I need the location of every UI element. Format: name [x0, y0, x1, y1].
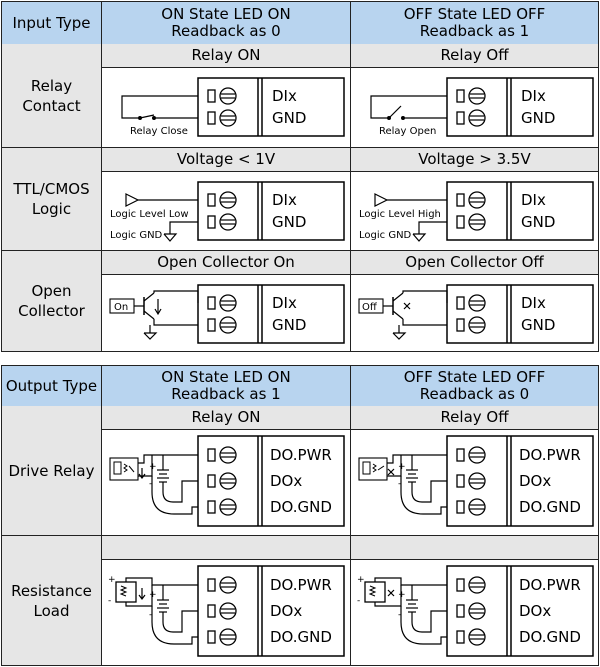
terminal-gnd-label: GND	[521, 109, 555, 127]
logic-high-diagram: Logic Level High Logic GND DIx GND	[351, 172, 598, 250]
input-type-heading: Input Type	[2, 2, 102, 44]
terminal-dox-label: DOx	[270, 602, 302, 620]
open-collector-on-diagram: On DIx GND	[102, 275, 350, 351]
row-label-relay-contact: Relay Contact	[2, 44, 102, 147]
drive-relay-on-cell: Relay ON	[102, 406, 351, 535]
minus-sign: -	[398, 479, 401, 489]
drive-relay-off-cell: Relay Off	[351, 406, 598, 535]
relay-on-title: Relay ON	[102, 44, 350, 68]
terminal-do-gnd-label: DO.GND	[270, 498, 332, 516]
drive-relay-on-diagram: + - DO.PWR DOx DO.GND	[102, 430, 350, 535]
minus-sign: -	[108, 596, 111, 606]
terminal-dix-label: DIx	[272, 191, 297, 209]
terminal-gnd-label: GND	[272, 109, 306, 127]
plus-sign: +	[149, 590, 157, 600]
relay-close-diagram: Relay Close DIx GND	[102, 68, 350, 147]
drive-relay-off-title: Relay Off	[351, 406, 598, 430]
resistance-load-off-diagram: + - + - DO.PWR	[351, 560, 598, 665]
voltage-high-cell: Voltage > 3.5V Logic Level High	[351, 148, 598, 250]
relay-off-cell: Relay Off Relay Open	[351, 44, 598, 147]
terminal-dox-label: DOx	[270, 472, 302, 490]
terminal-gnd-label: GND	[521, 316, 555, 334]
output-on-state-heading: ON State LED ON Readback as 1	[102, 366, 351, 406]
logic-gnd-label: Logic GND	[359, 230, 412, 241]
terminal-dix-label: DIx	[521, 294, 546, 312]
terminal-do-pwr-label: DO.PWR	[270, 576, 332, 594]
input-on-state-heading: ON State LED ON Readback as 0	[102, 2, 351, 44]
terminal-dix-label: DIx	[521, 87, 546, 105]
resistance-load-off-title	[351, 536, 598, 560]
row-open-collector: Open Collector Open Collector On On	[2, 251, 598, 351]
input-table-header: Input Type ON State LED ON Readback as 0…	[2, 2, 598, 45]
terminal-do-pwr-label: DO.PWR	[270, 446, 332, 464]
relay-off-title: Relay Off	[351, 44, 598, 68]
terminal-dox-label: DOx	[519, 602, 551, 620]
plus-sign: +	[398, 462, 406, 472]
voltage-low-cell: Voltage < 1V Logic Level Low	[102, 148, 351, 250]
terminal-do-pwr-label: DO.PWR	[519, 446, 581, 464]
voltage-high-title: Voltage > 3.5V	[351, 148, 598, 172]
output-type-heading: Output Type	[2, 366, 102, 406]
oc-off-switch-label: Off	[362, 302, 378, 313]
drive-relay-on-title: Relay ON	[102, 406, 350, 430]
minus-sign: -	[149, 610, 152, 620]
oc-on-switch-label: On	[114, 302, 128, 313]
terminal-do-gnd-label: DO.GND	[270, 628, 332, 646]
terminal-dox-label: DOx	[519, 472, 551, 490]
relay-on-cell: Relay ON Relay Close	[102, 44, 351, 147]
minus-sign: -	[357, 596, 360, 606]
logic-level-high-label: Logic Level High	[359, 209, 441, 220]
open-collector-off-cell: Open Collector Off Off	[351, 251, 598, 351]
row-relay-contact: Relay Contact Relay ON	[2, 44, 598, 148]
row-resistance-load: Resistance Load + -	[2, 536, 598, 665]
open-collector-on-cell: Open Collector On On	[102, 251, 351, 351]
logic-gnd-label: Logic GND	[110, 230, 163, 241]
terminal-gnd-label: GND	[272, 213, 306, 231]
plus-sign: +	[398, 590, 406, 600]
resistance-load-on-cell: + - + - DO.PWR	[102, 536, 351, 665]
row-label-open-collector: Open Collector	[2, 251, 102, 351]
row-label-drive-relay: Drive Relay	[2, 406, 102, 535]
terminal-gnd-label: GND	[272, 316, 306, 334]
relay-open-caption: Relay Open	[379, 126, 436, 137]
minus-sign: -	[149, 479, 152, 489]
relay-close-caption: Relay Close	[130, 126, 188, 137]
resistance-load-on-diagram: + - + - DO.PWR	[102, 560, 350, 665]
drive-relay-off-diagram: + - DO.PWR DOx DO.GND	[351, 430, 598, 535]
relay-open-diagram: Relay Open DIx GND	[351, 68, 598, 147]
output-type-table: Output Type ON State LED ON Readback as …	[1, 365, 599, 666]
terminal-gnd-label: GND	[521, 213, 555, 231]
voltage-low-title: Voltage < 1V	[102, 148, 350, 172]
open-collector-off-diagram: Off DIx GND	[351, 275, 598, 351]
terminal-dix-label: DIx	[521, 191, 546, 209]
terminal-do-gnd-label: DO.GND	[519, 628, 581, 646]
output-off-state-heading: OFF State LED OFF Readback as 0	[403, 368, 546, 403]
logic-low-diagram: Logic Level Low Logic GND DIx GND	[102, 172, 350, 250]
row-drive-relay: Drive Relay Relay ON	[2, 406, 598, 536]
terminal-dix-label: DIx	[272, 294, 297, 312]
resistance-load-off-cell: + - + - DO.PWR	[351, 536, 598, 665]
minus-sign: -	[398, 610, 401, 620]
plus-sign: +	[108, 575, 116, 585]
resistance-load-on-title	[102, 536, 350, 560]
input-off-state-heading: OFF State LED OFF Readback as 1	[403, 5, 546, 40]
plus-sign: +	[357, 575, 365, 585]
row-label-resistance-load: Resistance Load	[2, 536, 102, 665]
row-label-ttl-cmos: TTL/CMOS Logic	[2, 148, 102, 250]
row-ttl-cmos-logic: TTL/CMOS Logic Voltage < 1V	[2, 148, 598, 251]
terminal-do-gnd-label: DO.GND	[519, 498, 581, 516]
open-collector-on-title: Open Collector On	[102, 251, 350, 275]
logic-level-low-label: Logic Level Low	[110, 209, 189, 220]
output-table-header: Output Type ON State LED ON Readback as …	[2, 366, 598, 407]
plus-sign: +	[149, 462, 157, 472]
input-type-table: Input Type ON State LED ON Readback as 0…	[1, 1, 599, 352]
open-collector-off-title: Open Collector Off	[351, 251, 598, 275]
terminal-dix-label: DIx	[272, 87, 297, 105]
terminal-do-pwr-label: DO.PWR	[519, 576, 581, 594]
